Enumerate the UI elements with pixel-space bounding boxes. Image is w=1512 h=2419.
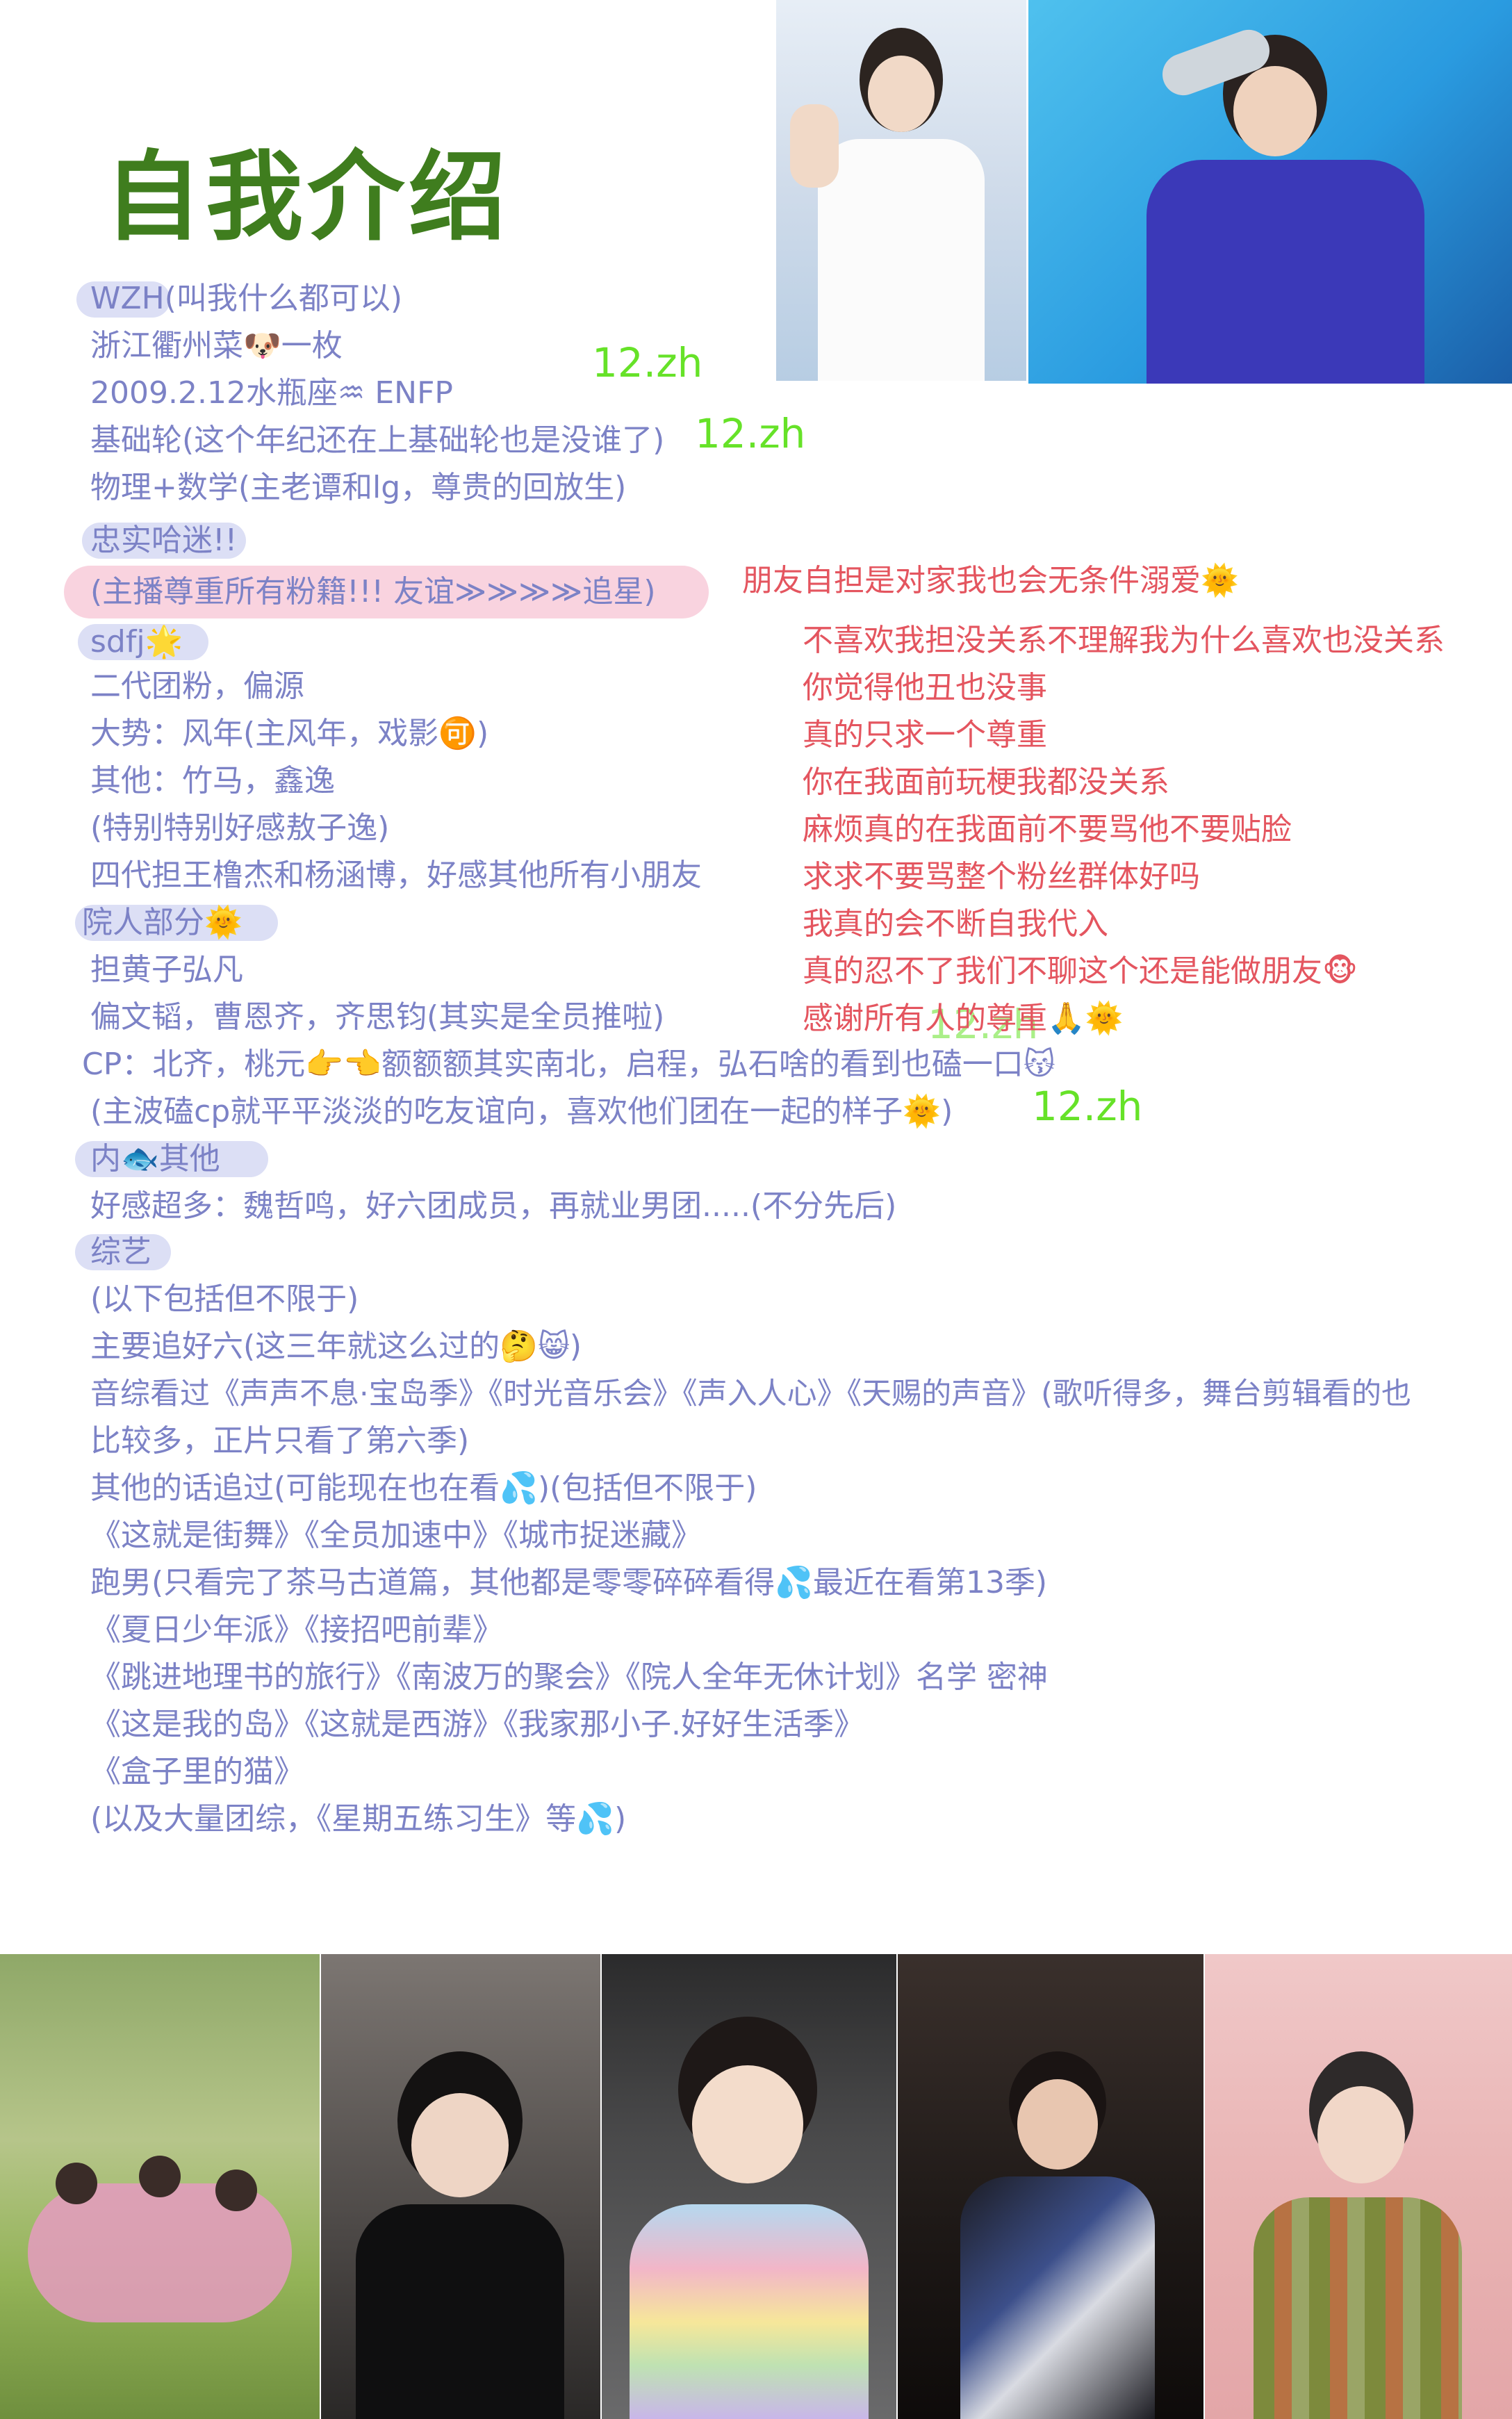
red-note-line: 真的忍不了我们不聊这个还是能做朋友🐵 bbox=[803, 953, 1358, 989]
signature-1: 12.zh bbox=[592, 339, 703, 386]
zongyi-line: 音综看过《声声不息·宝岛季》《时光音乐会》《声入人心》《天赐的声音》(歌听得多，… bbox=[90, 1377, 1411, 1411]
zongyi-line: 其他的话追过(可能现在也在看💦)(包括但不限于) bbox=[90, 1470, 757, 1506]
section-neiyu-label: 内🐟其他 bbox=[90, 1141, 220, 1176]
yuanren-line: 担黄子弘凡 bbox=[90, 952, 243, 987]
zongyi-line: 《跳进地理书的旅行》《南波万的聚会》《院人全年无休计划》名学 密神 bbox=[90, 1659, 1048, 1695]
section-zongyi-label: 综艺 bbox=[90, 1234, 151, 1270]
zongyi-line: 跑男(只看完了茶马古道篇，其他都是零零碎碎看得💦最近在看第13季) bbox=[90, 1565, 1048, 1600]
photo-bottom-group-grass bbox=[0, 1954, 320, 2419]
yuanren-line: (主波磕cp就平平淡淡的吃友谊向，喜欢他们团在一起的样子🌞) bbox=[90, 1094, 953, 1129]
red-note-line: 你觉得他丑也没事 bbox=[803, 670, 1047, 705]
signature-4: 12.zh bbox=[1032, 1083, 1143, 1130]
red-note-line: 你在我面前玩梗我都没关系 bbox=[803, 764, 1169, 800]
section-neiyu-highlight bbox=[75, 1141, 268, 1177]
fan-note-highlight bbox=[64, 566, 709, 618]
red-note-line: 我真的会不断自我代入 bbox=[803, 906, 1108, 942]
zongyi-line: 《这就是街舞》《全员加速中》《城市捉迷藏》 bbox=[90, 1518, 702, 1553]
zongyi-line: 《这是我的岛》《这就是西游》《我家那小子.好好生活季》 bbox=[90, 1707, 864, 1742]
yuanren-line: 偏文韬，曹恩齐，齐思钧(其实是全员推啦) bbox=[90, 999, 665, 1035]
intro-subjects: 物理+数学(主老谭和lg，尊贵的回放生) bbox=[90, 470, 627, 505]
photo-top-blue-outfit bbox=[1028, 0, 1512, 384]
photo-top-white-outfit bbox=[776, 0, 1026, 381]
section-sdfj-label: sdfj🌟 bbox=[90, 624, 183, 659]
red-note-line: 求求不要骂整个粉丝群体好吗 bbox=[803, 859, 1200, 894]
photo-bottom-plaid-jacket bbox=[1205, 1954, 1512, 2419]
intro-hometown: 浙江衢州菜🐶一枚 bbox=[90, 328, 343, 363]
zongyi-line: (以及大量团综，《星期五练习生》等💦) bbox=[90, 1801, 627, 1837]
sdfj-line: 大势：风年(主风年，戏影🉑) bbox=[90, 716, 489, 751]
photo-bottom-car-seat bbox=[898, 1954, 1203, 2419]
photo-bottom-rainbow-sweater bbox=[602, 1954, 896, 2419]
photo-bottom-black-hoodie bbox=[321, 1954, 600, 2419]
sdfj-line: 四代担王橹杰和杨涵博，好感其他所有小朋友 bbox=[90, 858, 702, 893]
zongyi-line: 比较多，正片只看了第六季) bbox=[90, 1423, 470, 1459]
red-note-line: 麻烦真的在我面前不要骂他不要贴脸 bbox=[803, 812, 1292, 847]
sdfj-line: 二代团粉，偏源 bbox=[90, 669, 304, 704]
red-note-line: 感谢所有人的尊重🙏🌞 bbox=[803, 1001, 1124, 1036]
signature-2: 12.zh bbox=[695, 410, 806, 457]
signature-3: 12.zh bbox=[928, 1001, 1039, 1048]
zongyi-line: (以下包括但不限于) bbox=[90, 1281, 359, 1317]
red-note-line: 不喜欢我担没关系不理解我为什么喜欢也没关系 bbox=[803, 623, 1445, 658]
page-title: 自我介绍 bbox=[104, 141, 511, 254]
sdfj-line: (特别特别好感敖子逸) bbox=[90, 810, 390, 846]
section-yuanren-label: 院人部分🌞 bbox=[82, 905, 243, 940]
zongyi-line: 《盒子里的猫》 bbox=[90, 1754, 304, 1789]
sdfj-line: 其他：竹马，鑫逸 bbox=[90, 763, 335, 798]
intro-name: WZH(叫我什么都可以) bbox=[90, 281, 403, 316]
section-fan-highlight bbox=[82, 523, 246, 559]
yuanren-line: CP：北齐，桃元👉👈额额额其实南北，启程，弘石啥的看到也磕一口😽 bbox=[82, 1047, 1055, 1082]
zongyi-line: 主要追好六(这三年就这么过的🤔😸) bbox=[90, 1329, 582, 1364]
name-highlight bbox=[76, 281, 170, 318]
section-zongyi-highlight bbox=[75, 1234, 171, 1270]
section-yuanren-highlight bbox=[75, 905, 278, 941]
intro-birthday: 2009.2.12水瓶座♒ ENFP bbox=[90, 375, 453, 411]
red-note-line: 真的只求一个尊重 bbox=[803, 717, 1047, 753]
intro-school: 基础轮(这个年纪还在上基础轮也是没谁了) bbox=[90, 423, 665, 458]
neiyu-line: 好感超多：魏哲鸣，好六团成员，再就业男团.....(不分先后) bbox=[90, 1188, 897, 1224]
section-sdfj-highlight bbox=[78, 624, 208, 660]
fan-note: (主播尊重所有粉籍!!! 友谊≫≫≫≫追星) bbox=[90, 574, 656, 609]
zongyi-line: 《夏日少年派》《接招吧前辈》 bbox=[90, 1612, 503, 1648]
section-fan-label: 忠实哈迷!! bbox=[90, 523, 238, 558]
red-note-line: 朋友自担是对家我也会无条件溺爱🌞 bbox=[742, 563, 1239, 598]
